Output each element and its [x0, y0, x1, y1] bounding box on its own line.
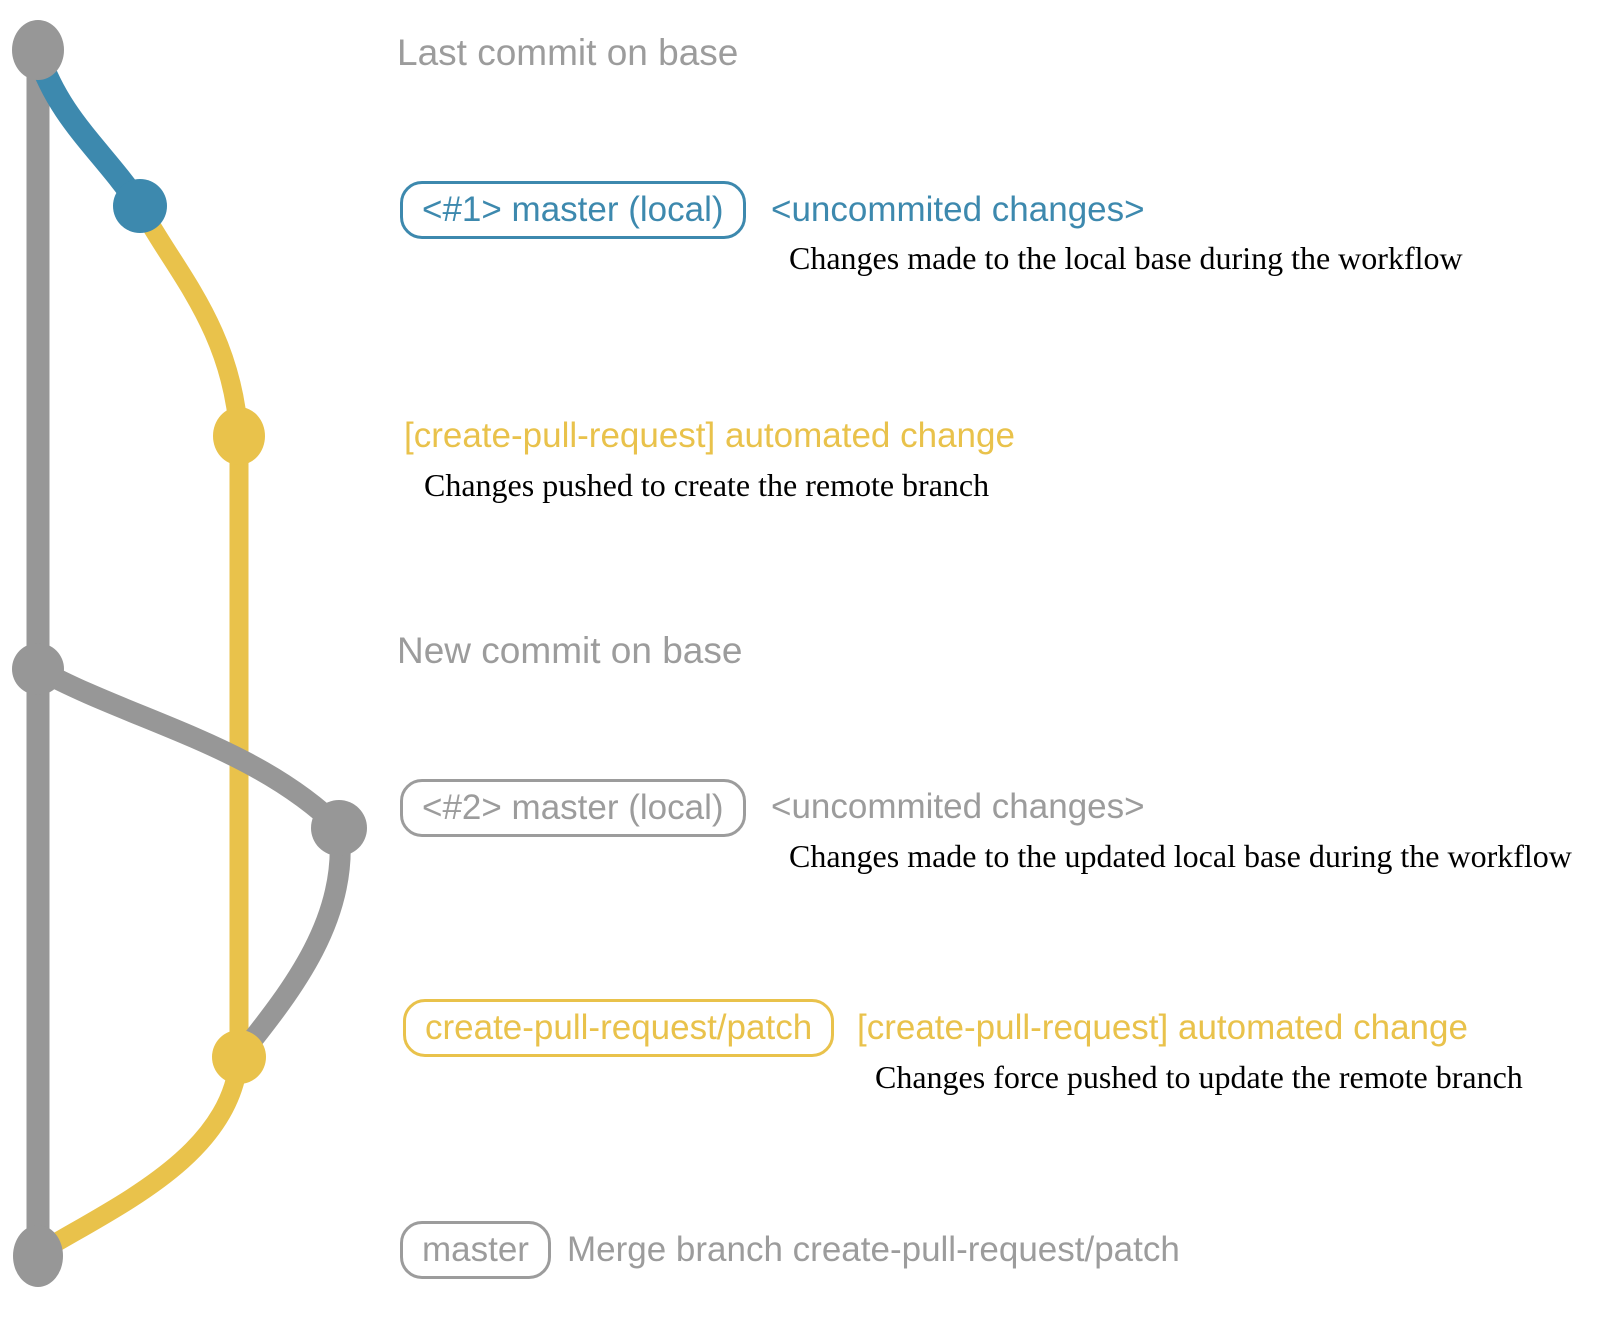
branch-label-master-local-1: <#1> master (local) — [400, 181, 746, 239]
commit-description-1: Changes made to the local base during th… — [789, 240, 1463, 276]
branch-label-master-local-2: <#2> master (local) — [400, 779, 746, 837]
commit-dot-automated-change-2 — [212, 1030, 266, 1084]
commit-dot-uncommited-changes-2 — [311, 800, 367, 856]
commit-note-new-commit-on-base: New commit on base — [397, 630, 743, 671]
create-pull-request-branch-line — [30, 196, 249, 1262]
commit-message-merge-branch: Merge branch create-pull-request/patch — [567, 1230, 1180, 1269]
commit-dot-new-commit-on-base — [12, 643, 64, 695]
commit-dot-uncommited-changes-1 — [113, 179, 167, 233]
commit-note-last-commit-on-base: Last commit on base — [397, 32, 739, 73]
commit-dot-automated-change-1 — [213, 407, 265, 465]
commit-description-4: Changes made to the updated local base d… — [789, 838, 1572, 874]
commit-dot-last-commit-on-base — [12, 20, 64, 80]
commit-message-uncommited-changes-2: <uncommited changes> — [771, 787, 1145, 826]
commit-dot-merge-commit — [13, 1225, 63, 1287]
local-master-branch-line — [26, 42, 152, 218]
commit-description-5: Changes force pushed to update the remot… — [875, 1059, 1523, 1095]
updated-local-branch-line — [27, 658, 351, 1068]
branch-label-master: master — [400, 1221, 551, 1279]
commit-description-2: Changes pushed to create the remote bran… — [424, 467, 990, 503]
commit-message-automated-change-1: [create-pull-request] automated change — [404, 416, 1015, 455]
commit-message-automated-change-2: [create-pull-request] automated change — [857, 1008, 1468, 1047]
branch-label-create-pull-request-patch: create-pull-request/patch — [403, 999, 835, 1057]
commit-message-uncommited-changes-1: <uncommited changes> — [771, 190, 1145, 229]
